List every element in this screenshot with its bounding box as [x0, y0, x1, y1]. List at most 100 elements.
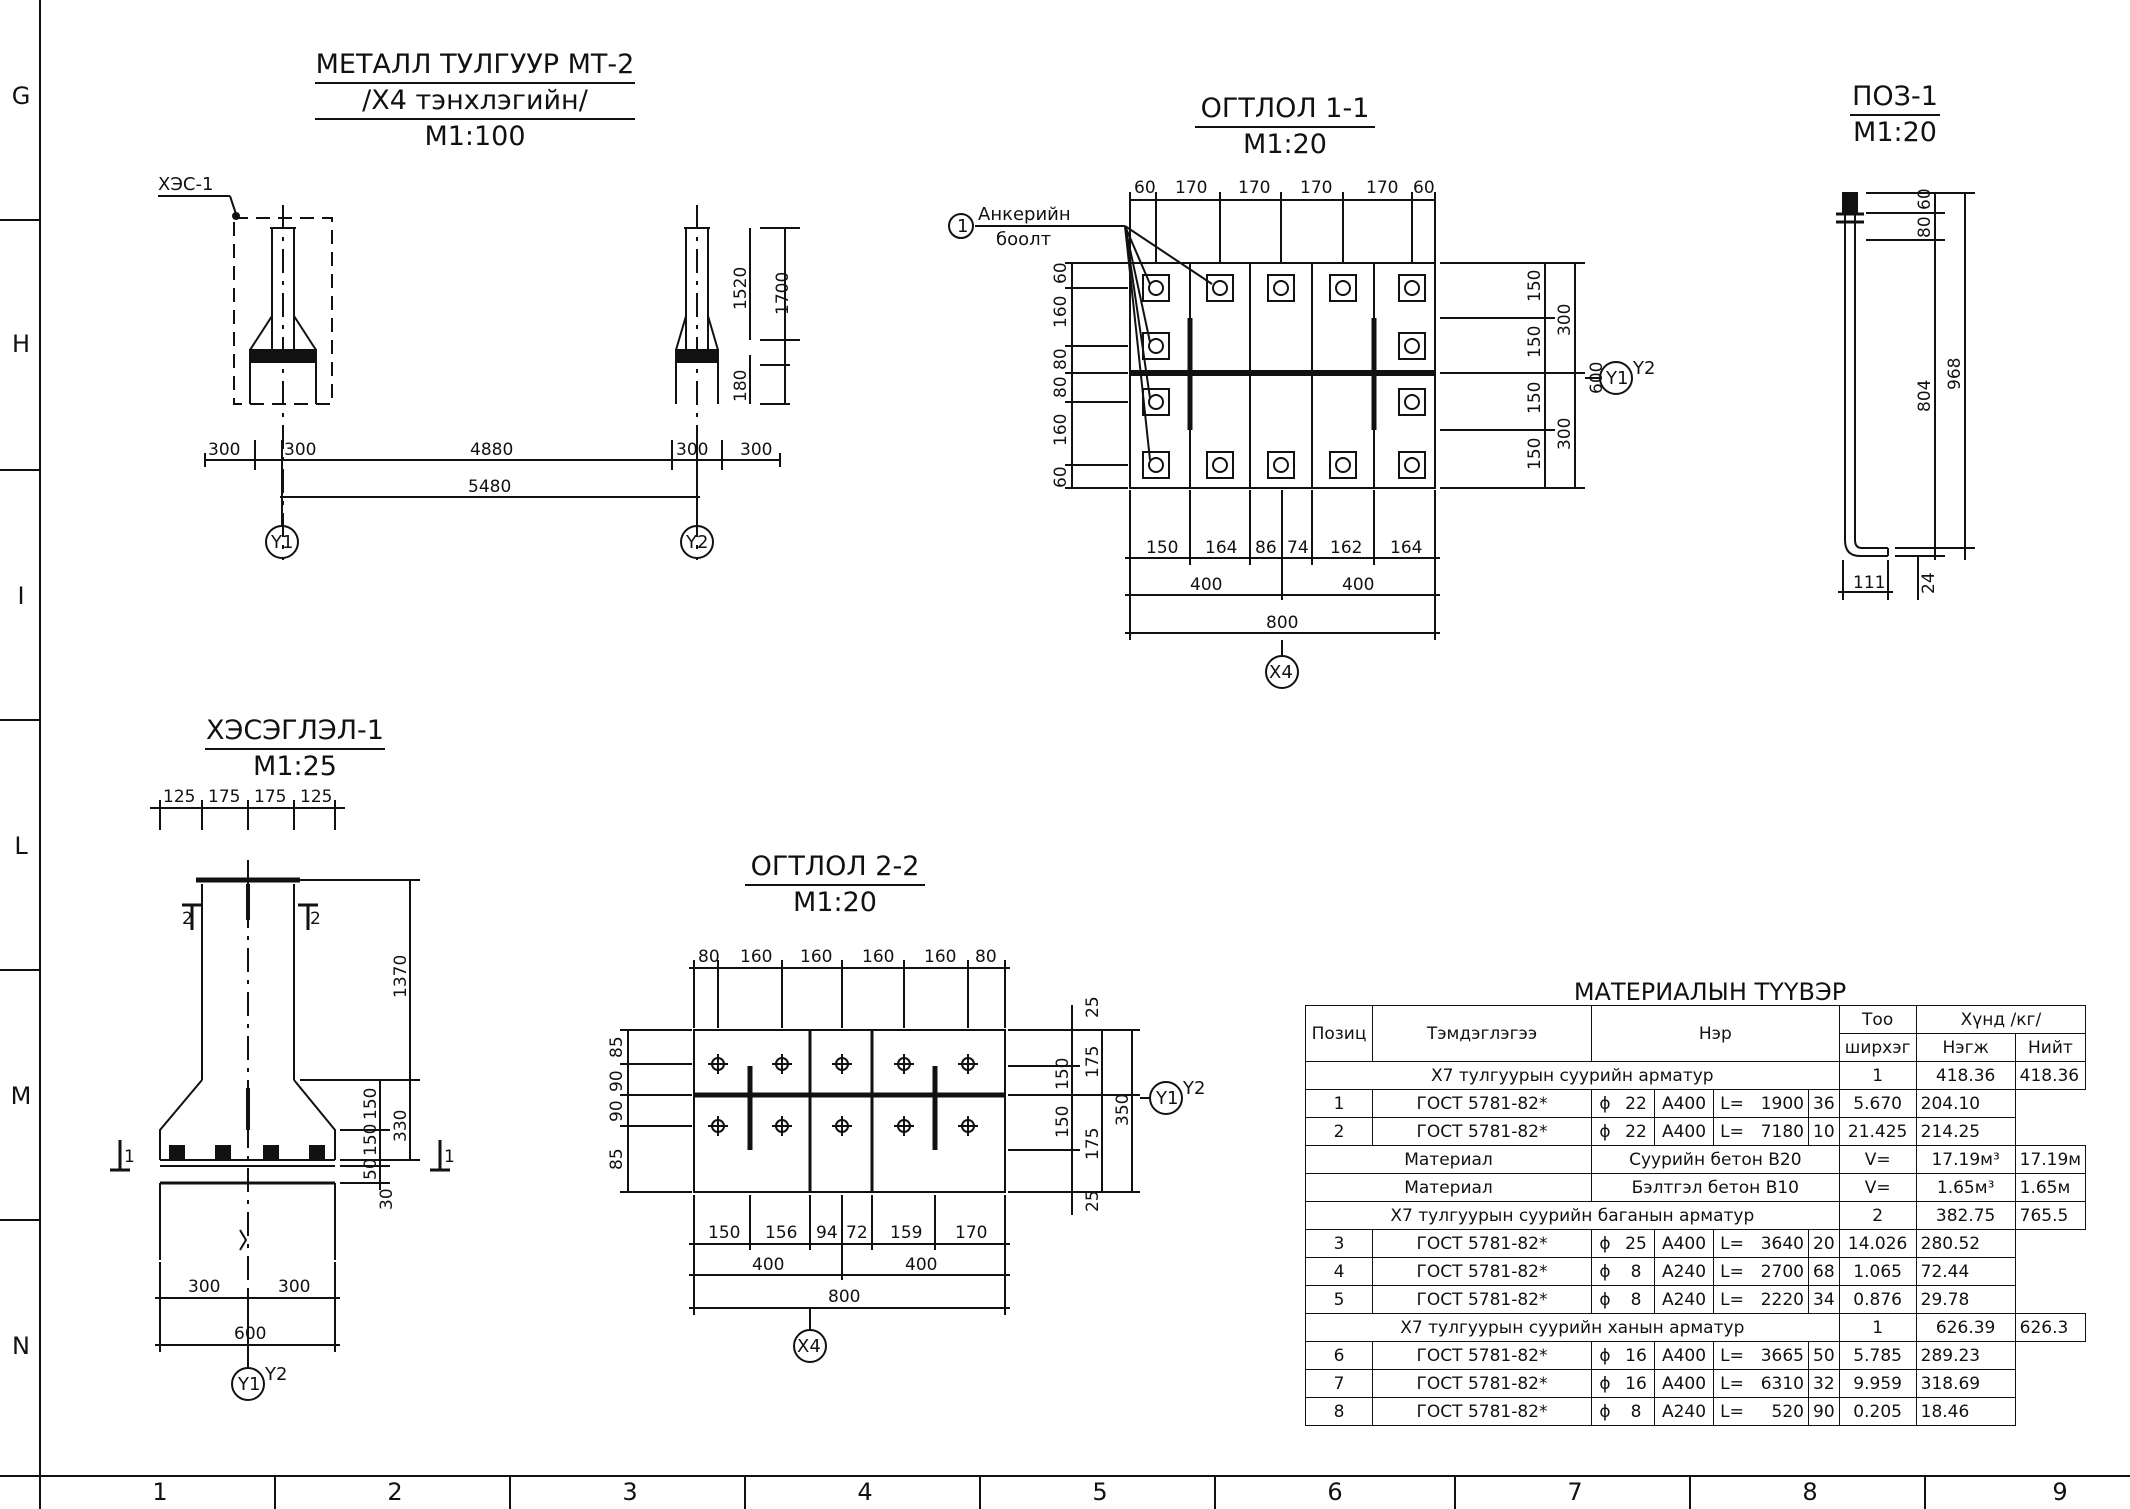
col-label: 7	[1567, 1478, 1583, 1506]
col-label: 9	[2052, 1478, 2068, 1506]
axis-y1-label: Y1	[270, 532, 293, 553]
pos-cell: 6	[1305, 1341, 1373, 1370]
qty-cell: 10	[1808, 1117, 1840, 1146]
axis-y2-label: Y2	[264, 1364, 287, 1385]
l-cell: L=	[1713, 1117, 1750, 1146]
s11-dim: 170	[1175, 178, 1207, 198]
hes1-dim: 175	[254, 787, 286, 807]
col-header-unit: Нэгж	[1915, 1033, 2016, 1062]
material-table-title: МАТЕРИАЛЫН ТҮҮВЭР	[1573, 978, 1847, 1006]
hes1-dim: 150	[361, 1088, 381, 1120]
col-header-name: Нэр	[1591, 1005, 1840, 1062]
unit-weight-cell: 9.959	[1838, 1369, 1917, 1398]
unit-weight-cell: 14.026	[1838, 1229, 1917, 1258]
pos-cell: 4	[1305, 1257, 1373, 1286]
diameter-cell: 16	[1618, 1341, 1655, 1370]
s11-dim: 74	[1287, 538, 1309, 558]
table-header-row: Позиц Тэмдэглэгээ Нэр Тоо Хүнд /кг/	[1305, 1005, 2087, 1062]
s11-dim: 60	[1051, 262, 1071, 284]
hes1-dim: 300	[278, 1277, 310, 1297]
unit-weight-cell: 1.065	[1838, 1257, 1917, 1286]
qty-cell: V=	[1838, 1173, 1917, 1202]
group-label: Х7 тулгуурын суурийн арматур	[1305, 1061, 1840, 1090]
diameter-cell: 22	[1618, 1117, 1655, 1146]
length-cell: 3665	[1750, 1341, 1809, 1370]
mt2-dim: 300	[676, 440, 708, 460]
mt2-dim: 300	[284, 440, 316, 460]
axis-y1-label: Y1	[1605, 368, 1628, 389]
material-table: Позиц Тэмдэглэгээ Нэр Тоо Хүнд /кг/ ширх…	[1305, 1005, 2087, 1426]
poz1-title: ПОЗ-1 М1:20	[1850, 80, 1940, 150]
axis-x4-label: X4	[797, 1336, 821, 1357]
axis-y2-label: Y2	[685, 532, 708, 553]
qty-cell: 68	[1808, 1257, 1840, 1286]
col-label: 2	[387, 1478, 403, 1506]
mt2-dim: 4880	[470, 440, 513, 460]
s11-dim: 600	[1587, 362, 1607, 394]
s22-dim: 800	[828, 1287, 860, 1307]
s22-dim: 156	[765, 1223, 797, 1243]
phi-cell: ϕ	[1591, 1341, 1618, 1370]
poz1-dim: 80	[1915, 216, 1935, 238]
l-cell: L=	[1713, 1257, 1750, 1286]
hes1-dim: 1370	[391, 955, 411, 998]
s22-dim: 25	[1083, 1190, 1103, 1212]
total-weight-cell: 1.65м	[2014, 1173, 2087, 1202]
hes1-dim: 300	[188, 1277, 220, 1297]
qty-cell: 1	[1838, 1313, 1917, 1342]
unit-weight-cell: 1.65м³	[1915, 1173, 2016, 1202]
l-cell: L=	[1713, 1285, 1750, 1314]
row-label: M	[10, 1082, 32, 1110]
material-name: Бэлтгэл бетон В10	[1591, 1173, 1840, 1202]
s22-dim: 90	[607, 1100, 627, 1122]
diameter-cell: 25	[1618, 1229, 1655, 1258]
s22-dim: 94	[816, 1223, 838, 1243]
mt2-callout: ХЭС-1	[158, 174, 213, 195]
s22-dim: 90	[607, 1070, 627, 1092]
s11-dim: 150	[1525, 326, 1545, 358]
s11-dim: 86	[1255, 538, 1277, 558]
s11-dim: 60	[1051, 466, 1071, 488]
gost-cell: ГОСТ 5781-82*	[1372, 1117, 1592, 1146]
total-weight-cell: 318.69	[1915, 1369, 2016, 1398]
s11-dim: 150	[1525, 382, 1545, 414]
s22-dim: 160	[924, 947, 956, 967]
unit-weight-cell: 5.785	[1838, 1341, 1917, 1370]
material-name: Суурийн бетон В20	[1591, 1145, 1840, 1174]
row-label: I	[17, 582, 25, 610]
s11-dim: 160	[1051, 414, 1071, 446]
s11-dim: 164	[1205, 538, 1237, 558]
s22-dim: 175	[1083, 1128, 1103, 1160]
axis-x4-label: X4	[1269, 662, 1293, 683]
s22-title: ОГТЛОЛ 2-2 М1:20	[745, 850, 925, 920]
axis-y1-label: Y1	[1155, 1088, 1178, 1109]
unit-weight-cell: 626.39	[1915, 1313, 2016, 1342]
phi-cell: ϕ	[1591, 1257, 1618, 1286]
s11-dim: 150	[1525, 438, 1545, 470]
s22-dim: 160	[740, 947, 772, 967]
class-cell: А400	[1654, 1229, 1714, 1258]
l-cell: L=	[1713, 1341, 1750, 1370]
col-label: 1	[152, 1478, 168, 1506]
poz1-dim: 111	[1853, 573, 1885, 593]
cut-mark-label: 1	[444, 1147, 455, 1167]
total-weight-cell: 29.78	[1915, 1285, 2016, 1314]
hes1-dim: 600	[234, 1324, 266, 1344]
s22-dim: 150	[708, 1223, 740, 1243]
phi-cell: ϕ	[1591, 1397, 1618, 1426]
mt2-dim: 300	[740, 440, 772, 460]
length-cell: 7180	[1750, 1117, 1809, 1146]
s22-dim: 72	[846, 1223, 868, 1243]
s22-dim: 160	[800, 947, 832, 967]
col-label: 8	[1802, 1478, 1818, 1506]
hes1-dim: 125	[163, 787, 195, 807]
